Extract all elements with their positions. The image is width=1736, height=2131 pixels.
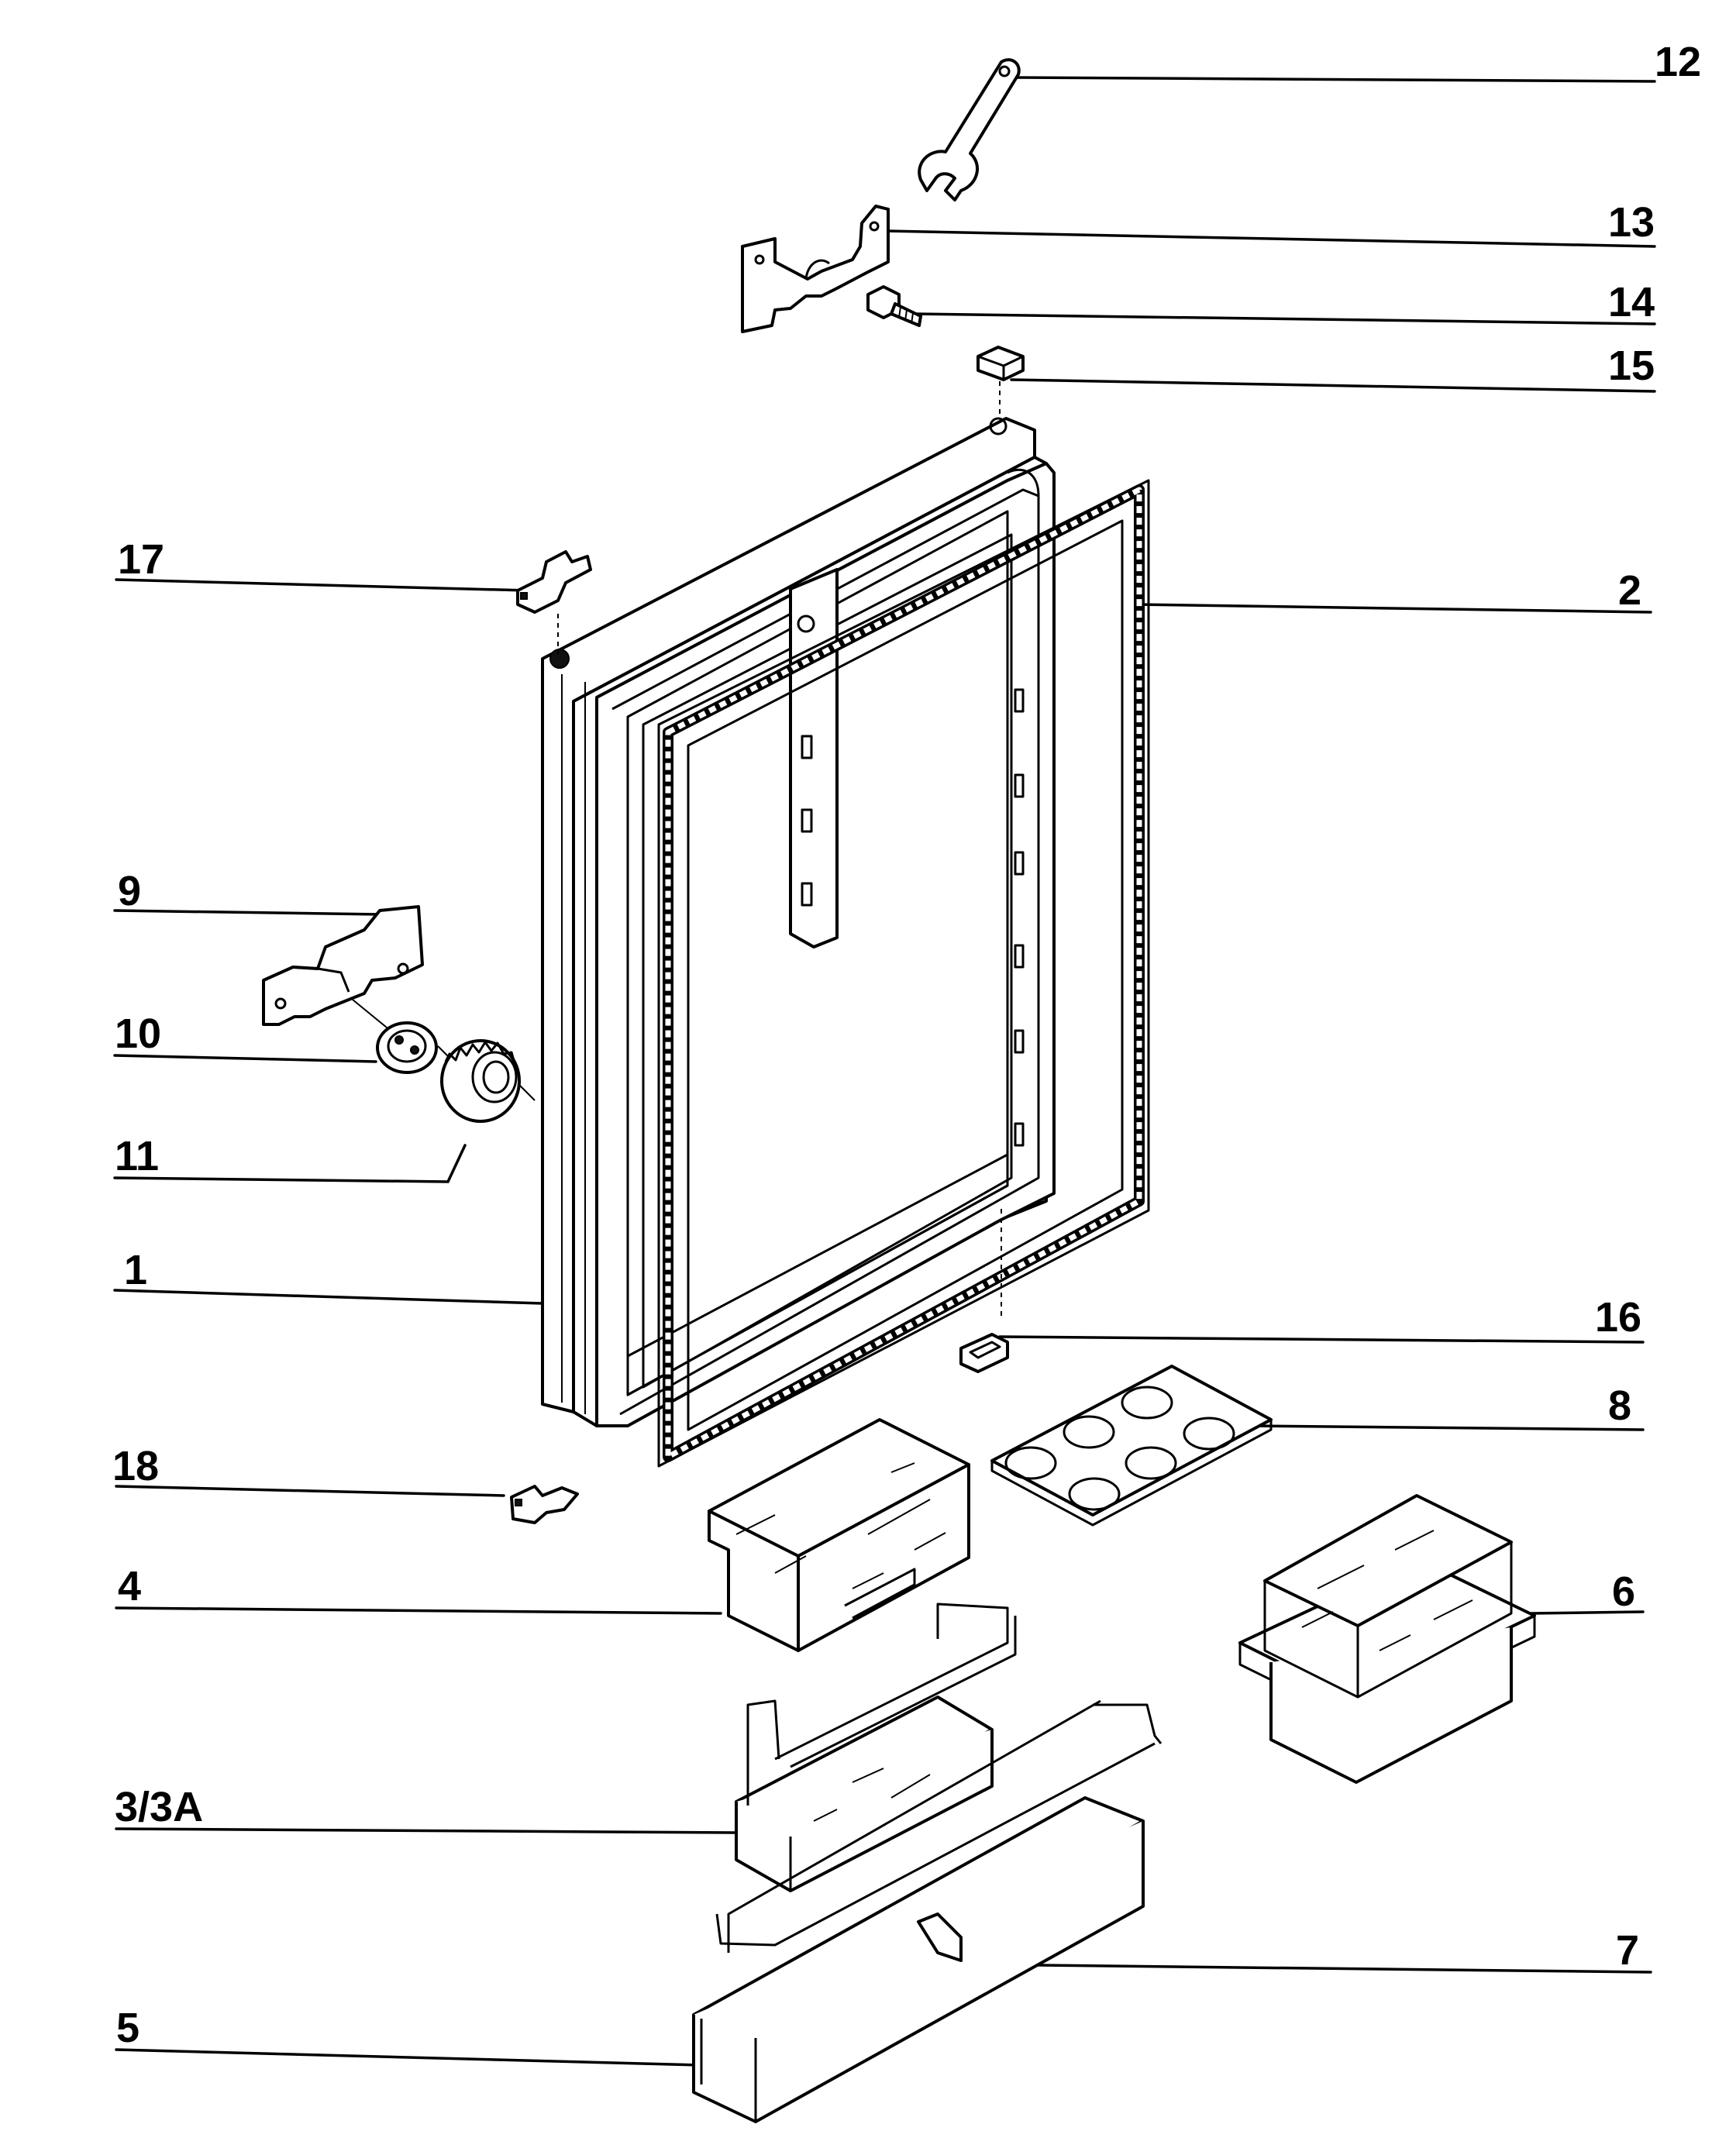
label-7: 7 — [1616, 1927, 1639, 1974]
lock-bracket-part — [262, 905, 424, 1035]
label-8: 8 — [1608, 1382, 1631, 1429]
label-11: 11 — [115, 1133, 159, 1179]
wrench-part — [918, 58, 1021, 201]
top-cap-part — [976, 346, 1025, 418]
leader-13 — [882, 229, 1656, 248]
label-13: 13 — [1608, 199, 1655, 246]
label-10: 10 — [115, 1010, 161, 1057]
leader-11 — [113, 1144, 467, 1183]
leader-6 — [1529, 1610, 1645, 1615]
label-1: 1 — [124, 1247, 147, 1293]
label-5: 5 — [116, 2005, 140, 2051]
label-9: 9 — [118, 868, 141, 914]
leader-3 — [115, 1827, 738, 1834]
lock-washer-part — [376, 1021, 454, 1074]
leader-18 — [115, 1485, 505, 1497]
covered-dish-part — [1238, 1494, 1536, 1784]
hinge-bracket-part — [741, 205, 890, 333]
label-16: 16 — [1595, 1294, 1641, 1341]
butter-box-part — [708, 1418, 970, 1652]
leader-4 — [115, 1606, 722, 1615]
label-3: 3/3A — [115, 1784, 203, 1830]
leader-12 — [1014, 76, 1656, 83]
label-6: 6 — [1612, 1568, 1635, 1615]
label-4: 4 — [118, 1563, 141, 1609]
door-frame-part — [541, 417, 1056, 1427]
lock-knob-part — [440, 1039, 536, 1123]
label-15: 15 — [1608, 343, 1655, 389]
leader-15 — [1010, 378, 1656, 393]
label-2: 2 — [1618, 567, 1641, 614]
door-gasket-part — [657, 479, 1150, 1468]
label-17: 17 — [118, 536, 164, 583]
label-14: 14 — [1608, 279, 1655, 325]
leader-17 — [115, 578, 529, 592]
door-slots — [1014, 688, 1025, 1147]
leader-1 — [113, 1289, 544, 1305]
label-12: 12 — [1655, 39, 1701, 85]
leader-16 — [998, 1335, 1645, 1344]
leader-9 — [113, 909, 381, 916]
egg-tray-part — [990, 1365, 1273, 1527]
leader-2 — [1134, 603, 1652, 614]
bottom-cap-part — [959, 1209, 1009, 1373]
top-hinge-pin-part — [516, 550, 592, 655]
label-18: 18 — [112, 1443, 159, 1489]
small-shelf-part — [735, 1603, 1017, 1892]
leader-7 — [967, 1963, 1652, 1974]
leader-10 — [113, 1054, 377, 1063]
leader-8 — [1246, 1424, 1645, 1431]
part-labels: 12 13 14 15 17 2 9 10 11 1 16 8 18 4 6 3… — [112, 39, 1701, 2051]
screw-part — [866, 285, 922, 327]
leader-14 — [913, 312, 1656, 325]
bottom-hinge-pin-part — [510, 1485, 579, 1524]
leader-5 — [115, 2048, 703, 2067]
leader-lines — [113, 76, 1656, 2067]
bottle-shelf-part — [692, 1699, 1162, 2123]
